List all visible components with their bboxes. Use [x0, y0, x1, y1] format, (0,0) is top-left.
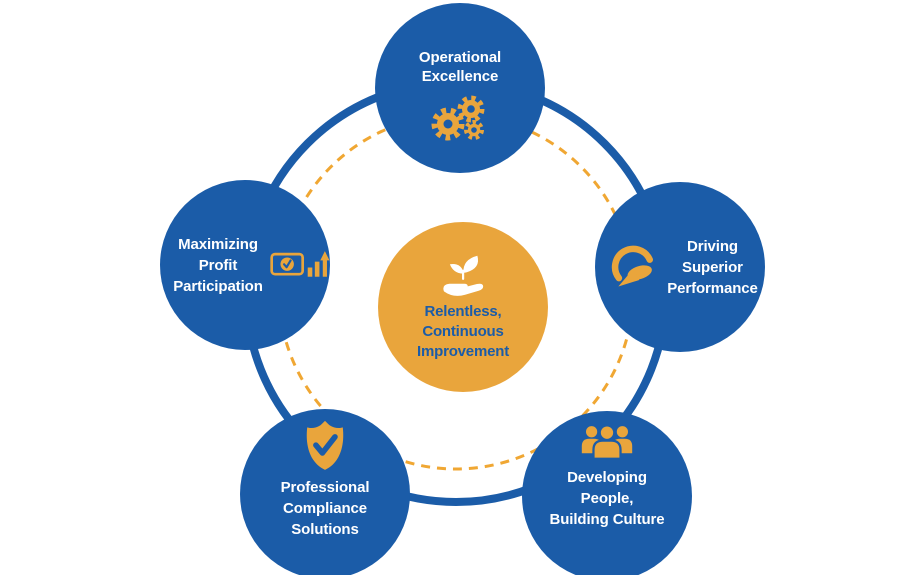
- money-growth-icon: [270, 251, 330, 277]
- node-label-line: Solutions: [291, 521, 359, 538]
- node-label: Professional Compliance Solutions: [281, 477, 370, 540]
- node-operational-excellence: Operational Excellence: [375, 3, 545, 173]
- node-label: Operational Excellence: [419, 48, 501, 86]
- people-group-icon: [581, 424, 633, 460]
- node-label-line: Maximizing: [178, 235, 258, 253]
- shield-check-icon: [306, 420, 344, 470]
- node-label-line: Building Culture: [549, 511, 665, 528]
- node-label-line: Operational: [418, 49, 502, 66]
- node-driving-superior-performance: Driving Superior Performance: [595, 182, 765, 352]
- node-label-line: Relentless,: [424, 303, 502, 320]
- node-label-line: Developing: [567, 469, 647, 486]
- node-developing-people-building-culture: Developing People, Building Culture: [522, 411, 692, 575]
- node-label-line: Participation: [173, 277, 263, 295]
- gears-icon: [431, 95, 485, 141]
- node-label-line: Superior: [682, 258, 743, 276]
- node-label-line: Excellence: [421, 68, 499, 85]
- node-label-line: Driving: [687, 237, 738, 255]
- node-label: Maximizing Profit Participation: [166, 234, 270, 297]
- node-label: Developing People, Building Culture: [549, 467, 664, 530]
- node-label-line: Profit: [198, 256, 238, 274]
- node-label-line: Professional: [280, 479, 370, 496]
- node-relentless-continuous-improvement: Relentless, Continuous Improvement: [378, 222, 548, 392]
- node-label-line: Continuous: [422, 323, 504, 340]
- node-label-line: Compliance: [282, 500, 368, 517]
- node-label: Relentless, Continuous Improvement: [417, 302, 509, 362]
- hand-holding-plant-icon: [443, 255, 484, 296]
- node-professional-compliance-solutions: Professional Compliance Solutions: [240, 409, 410, 575]
- node-label-line: Performance: [667, 279, 758, 297]
- node-label-line: Improvement: [417, 343, 509, 360]
- node-label-line: People,: [580, 490, 634, 507]
- node-label: Driving Superior Performance: [667, 236, 758, 299]
- speedometer-icon: [612, 245, 654, 287]
- node-maximizing-profit-participation: Maximizing Profit Participation: [160, 180, 330, 350]
